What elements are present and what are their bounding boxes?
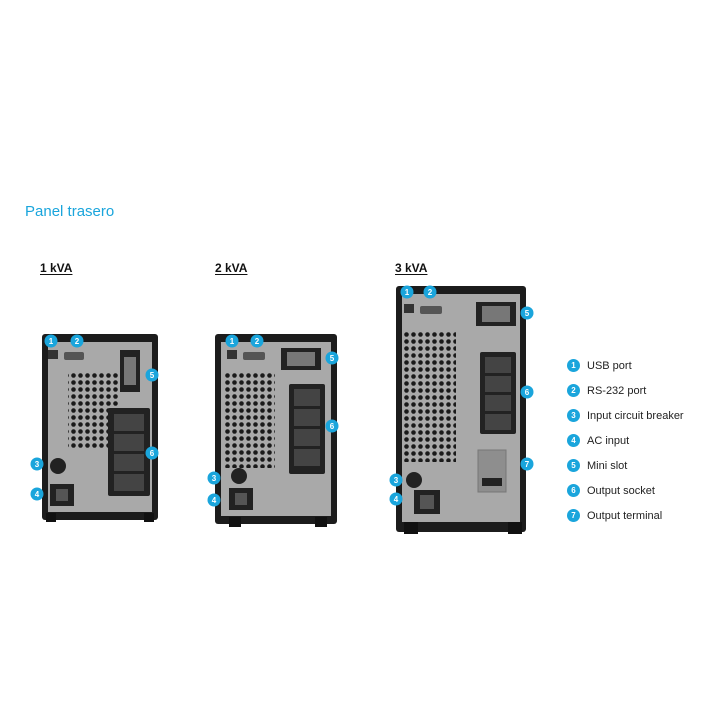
callout-5: 5 (145, 368, 159, 382)
legend-number: 2 (567, 384, 580, 397)
legend-item-input-circuit-breaker: 3 Input circuit breaker (567, 403, 684, 428)
callout-7: 7 (520, 457, 534, 471)
callout-6: 6 (520, 385, 534, 399)
legend-number: 6 (567, 484, 580, 497)
callout-4: 4 (389, 492, 403, 506)
callout-2: 2 (70, 334, 84, 348)
legend-number: 1 (567, 359, 580, 372)
svg-text:4: 4 (35, 490, 40, 499)
page-title: Panel trasero (25, 203, 115, 220)
svg-text:4: 4 (394, 495, 399, 504)
model-label-2kva: 2 kVA (215, 261, 248, 275)
svg-text:3: 3 (35, 460, 40, 469)
svg-text:4: 4 (212, 496, 217, 505)
svg-text:1: 1 (405, 288, 410, 297)
legend-text: USB port (587, 359, 632, 372)
output-socket (485, 376, 511, 392)
output-socket (114, 414, 144, 431)
legend-item-output-terminal: 7 Output terminal (567, 503, 684, 528)
vent-grille (404, 332, 456, 462)
svg-text:1: 1 (49, 337, 54, 346)
svg-text:5: 5 (150, 371, 155, 380)
callout-5: 5 (325, 351, 339, 365)
legend-item-rs232-port: 2 RS-232 port (567, 378, 684, 403)
callout-3: 3 (389, 473, 403, 487)
callout-1: 1 (225, 334, 239, 348)
svg-text:1: 1 (230, 337, 235, 346)
circuit-breaker (231, 468, 247, 484)
output-socket (485, 414, 511, 430)
circuit-breaker (50, 458, 66, 474)
callout-2: 2 (250, 334, 264, 348)
output-socket (294, 449, 320, 466)
svg-text:7: 7 (525, 460, 530, 469)
output-socket (485, 357, 511, 373)
ups-3kva-rear-panel: 1 2 5 6 7 3 4 (382, 282, 537, 537)
legend-item-output-socket: 6 Output socket (567, 478, 684, 503)
legend: 1 USB port 2 RS-232 port 3 Input circuit… (567, 353, 684, 528)
svg-text:3: 3 (212, 474, 217, 483)
legend-item-ac-input: 4 AC input (567, 428, 684, 453)
usb-port (404, 304, 414, 313)
callout-1: 1 (400, 285, 414, 299)
legend-text: AC input (587, 434, 630, 447)
legend-number: 7 (567, 509, 580, 522)
rs232-port (420, 306, 442, 314)
svg-text:6: 6 (330, 422, 335, 431)
legend-text: Mini slot (587, 459, 628, 472)
legend-number: 3 (567, 409, 580, 422)
legend-number: 4 (567, 434, 580, 447)
legend-text: RS-232 port (587, 384, 647, 397)
callout-2: 2 (423, 285, 437, 299)
callout-4: 4 (30, 487, 44, 501)
callout-3: 3 (30, 457, 44, 471)
vent-grille (225, 372, 275, 468)
output-socket (294, 429, 320, 446)
callout-6: 6 (145, 446, 159, 460)
output-socket (114, 454, 144, 471)
rs232-port (243, 352, 265, 360)
legend-text: Output terminal (587, 509, 663, 522)
legend-text: Output socket (587, 484, 655, 497)
svg-text:2: 2 (255, 337, 260, 346)
callout-3: 3 (207, 471, 221, 485)
output-socket (114, 434, 144, 451)
legend-number: 5 (567, 459, 580, 472)
model-label-3kva: 3 kVA (395, 261, 428, 275)
legend-text: Input circuit breaker (587, 409, 684, 422)
ups-1kva-rear-panel: 1 2 5 6 3 4 (28, 330, 168, 525)
callout-4: 4 (207, 493, 221, 507)
rs232-port (64, 352, 84, 360)
svg-text:5: 5 (330, 354, 335, 363)
svg-text:3: 3 (394, 476, 399, 485)
output-socket (114, 474, 144, 491)
ups-2kva-rear-panel: 1 2 5 6 3 4 (203, 330, 348, 530)
output-socket (294, 389, 320, 406)
svg-text:5: 5 (525, 309, 530, 318)
model-label-1kva: 1 kVA (40, 261, 73, 275)
callout-6: 6 (325, 419, 339, 433)
callout-1: 1 (44, 334, 58, 348)
circuit-breaker (406, 472, 422, 488)
usb-port (227, 350, 237, 359)
svg-text:6: 6 (150, 449, 155, 458)
usb-port (48, 350, 58, 359)
output-socket (294, 409, 320, 426)
svg-text:2: 2 (75, 337, 80, 346)
svg-text:2: 2 (428, 288, 433, 297)
svg-text:6: 6 (525, 388, 530, 397)
legend-item-usb-port: 1 USB port (567, 353, 684, 378)
legend-item-mini-slot: 5 Mini slot (567, 453, 684, 478)
output-socket (485, 395, 511, 411)
callout-5: 5 (520, 306, 534, 320)
